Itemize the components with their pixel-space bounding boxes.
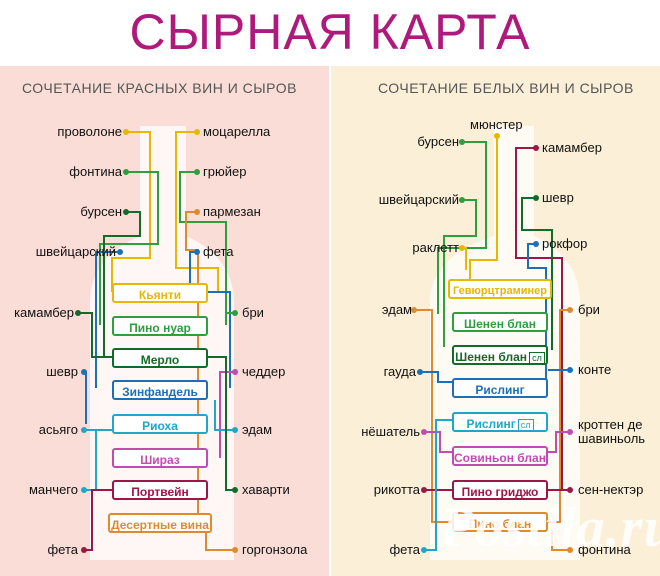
- cheese-label: шевр: [46, 364, 78, 379]
- cheese-label: камамбер: [542, 140, 602, 155]
- cheese-label: шевр: [542, 190, 574, 205]
- cheese-label: бурсен: [417, 134, 459, 149]
- cheese-label: конте: [578, 362, 612, 377]
- cheese-label: горгонзола: [242, 542, 308, 557]
- wine-button-riesling[interactable]: Рислинг: [452, 378, 548, 398]
- cheese-label: эдам: [242, 422, 273, 437]
- cheese-label: бри: [578, 302, 600, 317]
- cheese-label: рокфор: [542, 236, 588, 251]
- watermark: Postila.ru: [440, 497, 660, 559]
- wine-button-shiraz[interactable]: Шираз: [112, 448, 208, 468]
- cheese-label: камамбер: [14, 305, 74, 320]
- wine-button-pinot-blanc[interactable]: Пино блан: [452, 512, 548, 532]
- cheese-label: грюйер: [203, 164, 247, 179]
- right-dots: [411, 133, 573, 553]
- red-wine-heading: СОЧЕТАНИЕ КРАСНЫХ ВИН И СЫРОВ: [22, 80, 297, 96]
- wine-button-sauvignon-blanc[interactable]: Совиньон блан: [452, 446, 548, 466]
- wine-button-merlot[interactable]: Мерло: [112, 348, 208, 368]
- cheese-label: фонтина: [69, 164, 122, 179]
- wine-button-gewurztraminer[interactable]: Гевюрцтраминер: [448, 279, 552, 299]
- cheese-label: фета: [47, 542, 78, 557]
- white-wine-heading: СОЧЕТАНИЕ БЕЛЫХ ВИН И СЫРОВ: [378, 80, 634, 96]
- cheese-label: швейцарский: [378, 192, 459, 207]
- left-connectors: [78, 131, 235, 551]
- wine-button-port[interactable]: Портвейн: [112, 480, 208, 500]
- wine-button-pinot-noir[interactable]: Пино нуар: [112, 316, 208, 336]
- wine-button-dessert[interactable]: Десертные вина: [108, 513, 212, 533]
- wine-button-rioja[interactable]: Риоха: [112, 414, 208, 434]
- cheese-label: хаварти: [242, 482, 290, 497]
- cheese-label: мюнстер: [470, 117, 523, 132]
- wine-button-chenin-blanc[interactable]: Шенен блан: [452, 312, 548, 332]
- cheese-label: чеддер: [242, 364, 286, 379]
- wine-button-chianti[interactable]: Кьянти: [112, 283, 208, 303]
- cheese-label: эдам: [381, 302, 412, 317]
- wine-button-pinot-grigio[interactable]: Пино гриджо: [452, 480, 548, 500]
- cheese-label: бри: [242, 305, 264, 320]
- cheese-label: бурсен: [80, 204, 122, 219]
- wine-button-zinfandel[interactable]: Зинфандель: [112, 380, 208, 400]
- page-title: СЫРНАЯ КАРТА: [129, 4, 531, 60]
- cheese-label: кроттен де шавиньоль: [578, 417, 646, 446]
- cheese-label: фета: [203, 244, 234, 259]
- cheese-label: фета: [389, 542, 420, 557]
- cheese-label: сен-нектэр: [578, 482, 644, 497]
- cheese-label: гауда: [383, 364, 416, 379]
- cheese-label: моцарелла: [203, 124, 271, 139]
- cheese-label: раклетт: [412, 240, 459, 255]
- cheese-label: швейцарский: [35, 244, 116, 259]
- cheese-label: асьяго: [38, 422, 78, 437]
- cheese-label: проволоне: [57, 124, 122, 139]
- cheese-label: фонтина: [578, 542, 631, 557]
- cheese-label: пармезан: [203, 204, 261, 219]
- left-dots: [75, 129, 238, 553]
- cheese-label: манчего: [28, 482, 78, 497]
- cheese-label: рикотта: [373, 482, 420, 497]
- cheese-label: нёшатель: [361, 424, 420, 439]
- right-connectors: [414, 136, 570, 551]
